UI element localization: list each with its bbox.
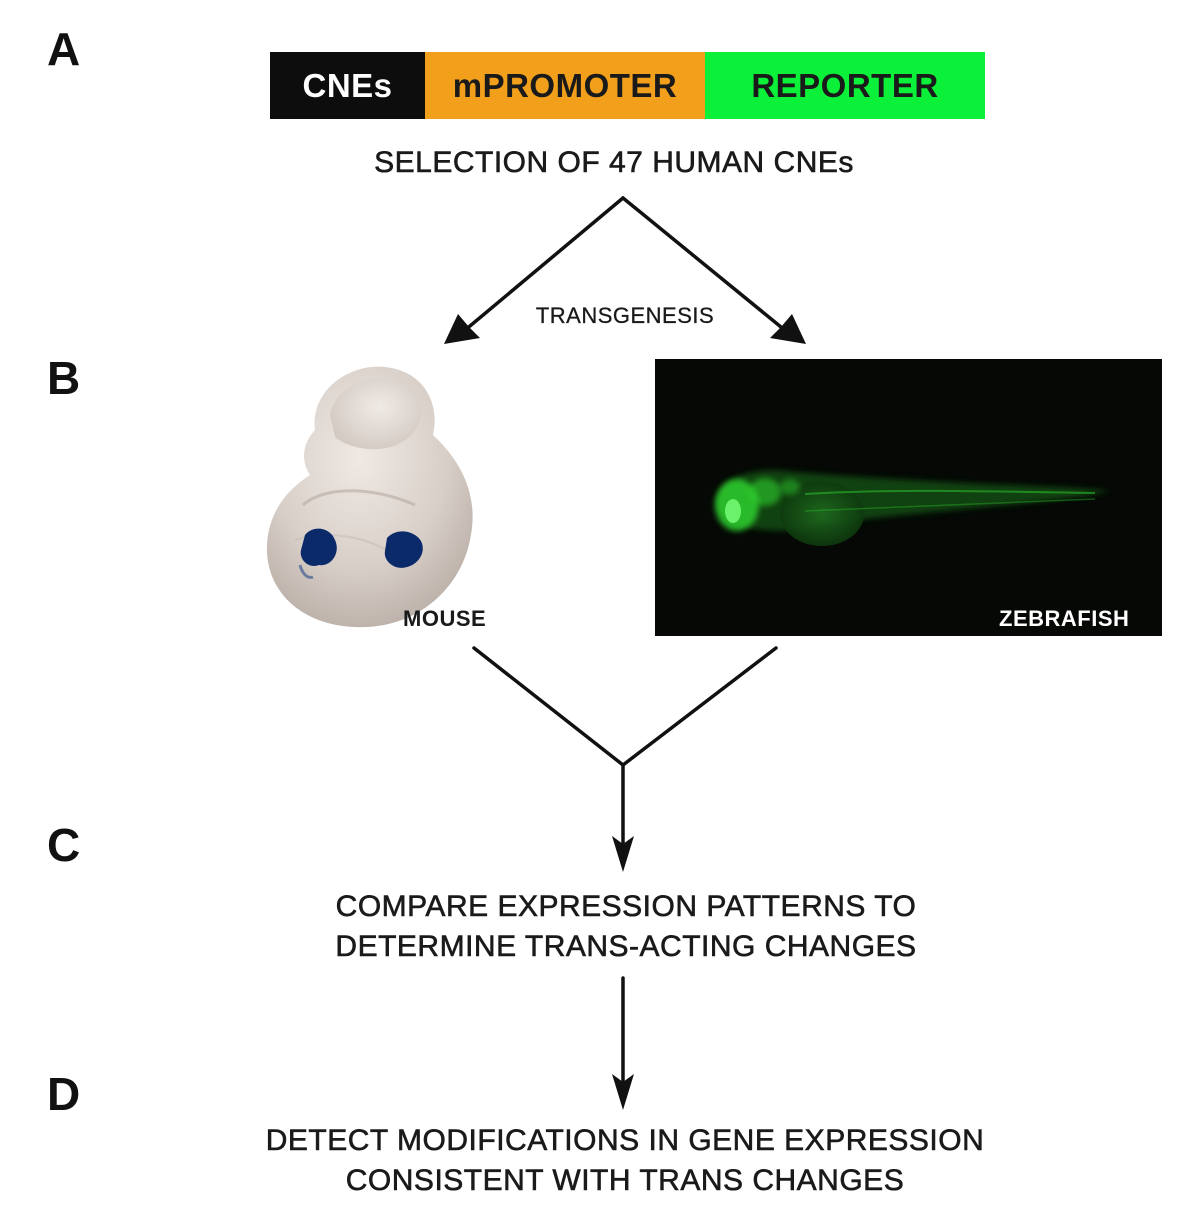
panel-letter-b: B <box>47 352 81 404</box>
down-arrow-2-head <box>612 1074 634 1110</box>
split-arrow-left-head <box>444 314 480 344</box>
transgenesis-label: TRANSGENESIS <box>535 303 715 328</box>
zebrafish-image <box>655 359 1162 636</box>
mouse-embryo-image <box>255 355 515 645</box>
construct-segment-reporter: REPORTER <box>705 52 985 119</box>
construct-segment-cnes: CNEs <box>270 52 425 119</box>
construct-segment-mpromoter: mPROMOTER <box>425 52 705 119</box>
panel-letter-d: D <box>47 1068 81 1120</box>
split-arrow-left-line <box>456 196 625 338</box>
panel-letter-c: C <box>47 819 81 871</box>
compare-caption-line2: DETERMINE TRANS-ACTING CHANGES <box>335 930 917 964</box>
down-arrow-1-head <box>612 836 634 872</box>
detect-caption-line1: DETECT MODIFICATIONS IN GENE EXPRESSION <box>265 1124 985 1158</box>
zebrafish-label: ZEBRAFISH <box>999 606 1130 631</box>
selection-caption: SELECTION OF 47 HUMAN CNEs <box>374 146 854 180</box>
panel-letter-a: A <box>47 23 81 75</box>
split-arrow-right-line <box>621 196 794 338</box>
compare-caption-line1: COMPARE EXPRESSION PATTERNS TO <box>335 890 917 924</box>
merge-line-right <box>621 646 778 767</box>
reporter-construct: CNEs mPROMOTER REPORTER <box>270 52 985 119</box>
mouse-label: MOUSE <box>403 606 487 631</box>
split-arrow-right-head <box>770 314 806 344</box>
merge-line-left <box>472 646 625 767</box>
detect-caption-line2: CONSISTENT WITH TRANS CHANGES <box>345 1164 905 1198</box>
